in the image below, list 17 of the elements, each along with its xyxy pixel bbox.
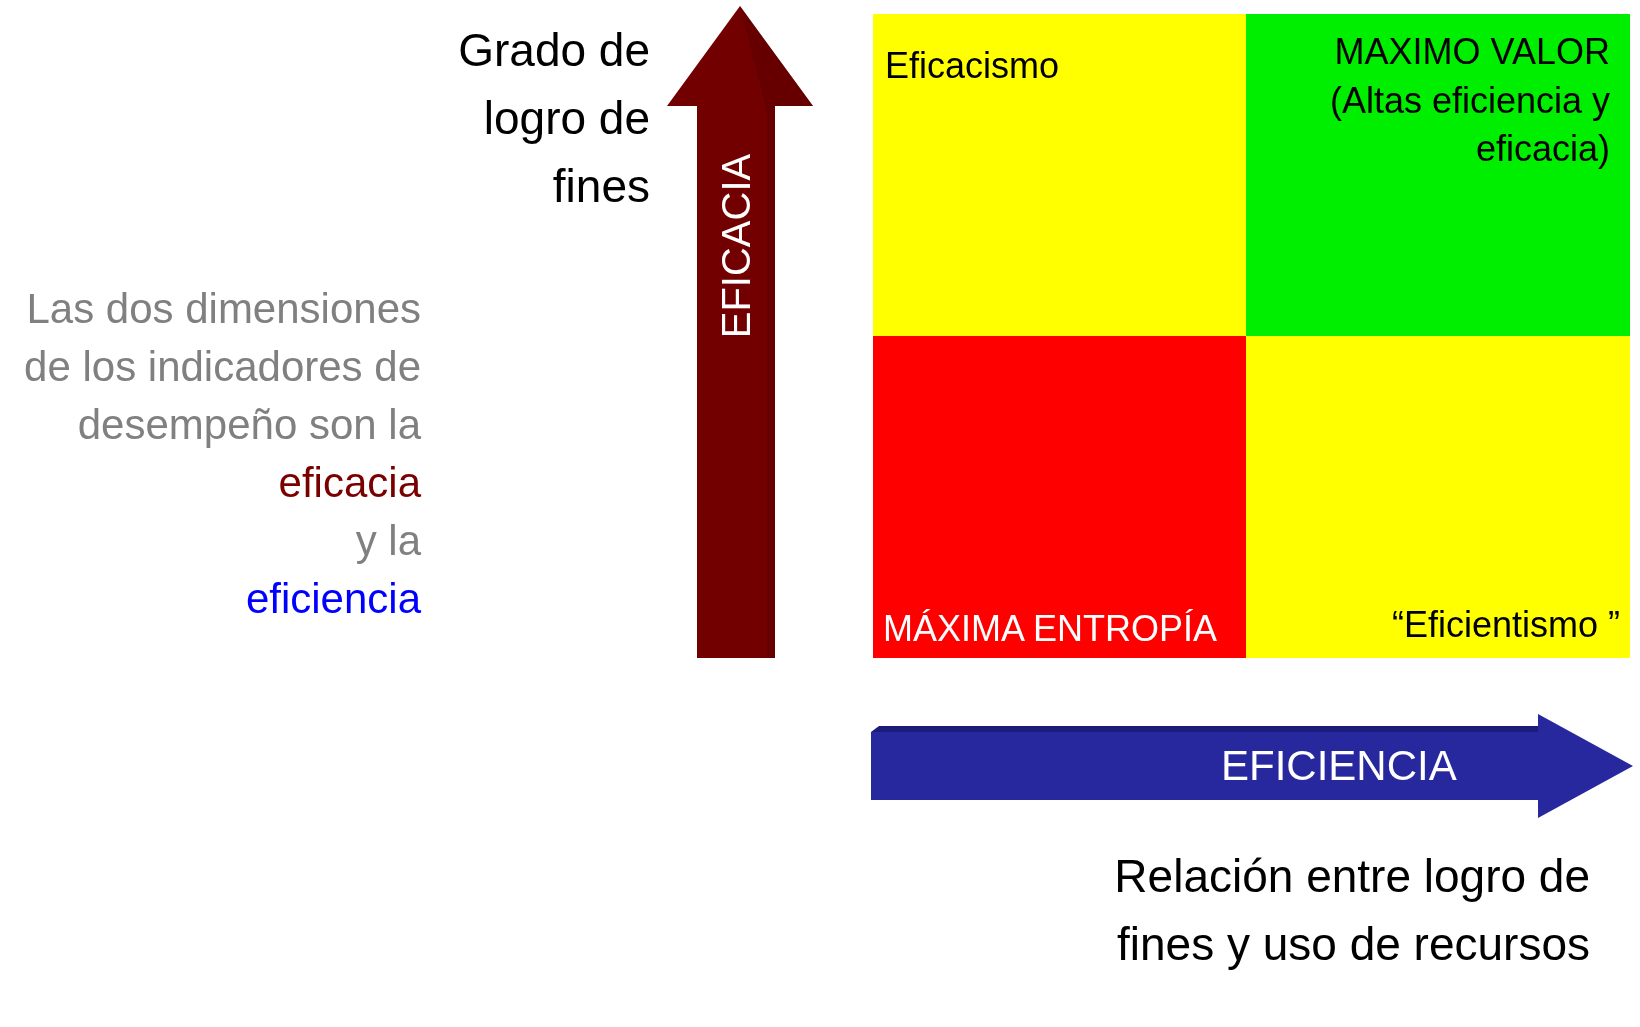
matrix-quadrant (1246, 14, 1630, 336)
axis-label: EFICACIA (713, 153, 759, 339)
axis-label: EFICIENCIA (1221, 741, 1457, 791)
quadrant-label: (Altas eficiencia y eficacia) (1328, 78, 1610, 172)
axis-caption: Grado de logro de fines (457, 23, 650, 214)
quadrant-label: MÁXIMA ENTROPÍA (883, 607, 1219, 652)
quadrant-label: “Eficientismo ” (1390, 603, 1620, 648)
quadrant-label: MAXIMO VALOR (1333, 30, 1610, 74)
note-text: y la (355, 517, 421, 564)
axis-caption: Relación entre logro de fines y uso de recursos (1113, 849, 1590, 972)
matrix-quadrant (1246, 336, 1630, 658)
matrix-quadrant (873, 14, 1246, 336)
matrix-quadrant (873, 336, 1246, 658)
note-text: eficiencia (245, 575, 421, 622)
note-text: Las dos dimensiones de los indicadores de desempeño son la (24, 285, 421, 448)
quadrant-label: Eficacismo (885, 44, 1061, 88)
note-text: eficacia (278, 459, 421, 506)
